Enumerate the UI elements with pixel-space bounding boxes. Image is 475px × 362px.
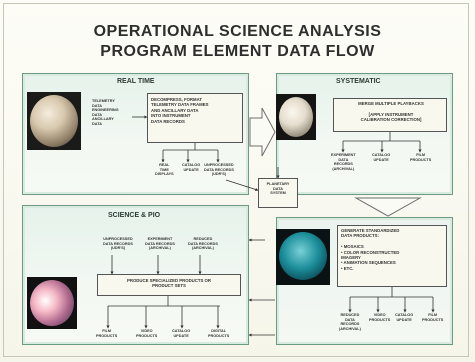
- science-pio-title: SCIENCE & PIO: [108, 212, 161, 219]
- pink-planet-image: [30, 280, 74, 326]
- science-output-catalog: CATALOG UPDATE: [172, 329, 191, 338]
- slide-frame: [3, 3, 469, 357]
- systematic-output-edr: EXPERIMENT DATA RECORDS (ARCHIVAL): [331, 153, 356, 171]
- real-time-inputs: TELEMETRY DATA ENGINEERING DATA ANCILLAR…: [92, 99, 119, 126]
- real-time-title: REAL TIME: [117, 78, 155, 85]
- science-output-video: VIDEO PRODUCTS: [136, 329, 158, 338]
- planetary-data-system-text: PLANETARY DATA SYSTEM: [266, 182, 290, 196]
- uranus-image: [279, 232, 327, 280]
- merge-playbacks-text: MERGE MULTIPLE PLAYBACKS [APPLY INSTRUME…: [358, 101, 424, 123]
- systematic-output-film: FILM PRODUCTS: [410, 153, 432, 162]
- jupiter-image: [30, 95, 78, 147]
- real-time-process-text: DECOMPRESS, FORMAT TELEMETRY DATA FRAMES…: [151, 97, 209, 124]
- science-output-film: FILM PRODUCTS: [96, 329, 118, 338]
- arrow-systematic-to-generate: [354, 197, 422, 217]
- real-time-output-displays: REAL TIME DISPLAYS: [155, 163, 174, 177]
- generate-output-film: FILM PRODUCTS: [422, 313, 444, 322]
- generate-output-rdr: REDUCED DATA RECORDS (ARCHIVAL): [339, 313, 361, 331]
- science-output-digital: DIGITAL PRODUCTS: [208, 329, 230, 338]
- title-line-1: OPERATIONAL SCIENCE ANALYSIS: [93, 23, 382, 40]
- systematic-output-catalog: CATALOG UPDATE: [372, 153, 391, 162]
- generate-products-text: GENERATE STANDARDIZED DATA PRODUCTS: • M…: [341, 228, 400, 271]
- jupiter-systematic-image: [279, 97, 313, 137]
- generate-output-video: VIDEO PRODUCTS: [369, 313, 391, 322]
- science-input-rdr: REDUCED DATA RECORDS (ARCHIVAL): [188, 237, 218, 251]
- real-time-output-udr: UNPROCESSED DATA RECORDS (UDR'S): [204, 163, 234, 177]
- real-time-output-catalog: CATALOG UPDATE: [182, 163, 201, 172]
- specialized-products-text: PRODUCE SPECIALIZED PRODUCTS OR PRODUCT …: [126, 278, 212, 289]
- arrow-realtime-to-systematic: [249, 107, 276, 157]
- generate-products-box: [337, 225, 447, 287]
- science-input-udr: UNPROCESSED DATA RECORDS (UDR'S): [103, 237, 133, 251]
- merge-playbacks-box: [333, 98, 447, 132]
- specialized-products-box: [97, 274, 241, 296]
- science-input-edr: EXPERIMENT DATA RECORDS (ARCHIVAL): [145, 237, 175, 251]
- generate-output-catalog: CATALOG UPDATE: [395, 313, 414, 322]
- title-line-2: PROGRAM ELEMENT DATA FLOW: [100, 43, 375, 60]
- systematic-title: SYSTEMATIC: [336, 78, 381, 85]
